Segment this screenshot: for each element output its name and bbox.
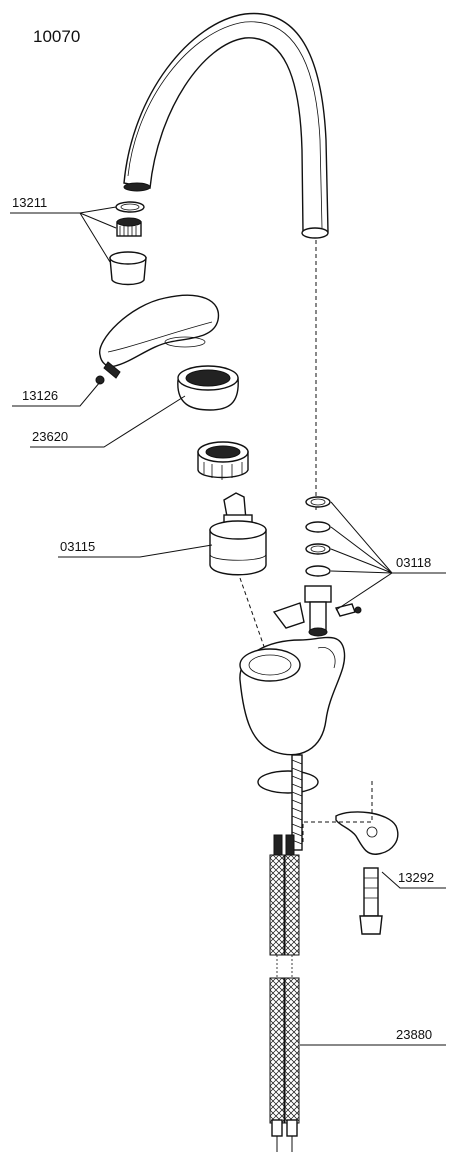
base-gasket	[257, 770, 319, 794]
part-label-13211: 13211	[12, 195, 47, 210]
part-label-13292: 13292	[398, 870, 434, 885]
aerator-parts	[109, 201, 147, 286]
fixing-stud	[359, 867, 383, 935]
part-label-13126: 13126	[22, 388, 58, 403]
mixer-body	[239, 636, 346, 756]
fixing-plate	[302, 778, 399, 855]
diverter-valve	[272, 585, 362, 637]
handle-lever	[99, 294, 220, 368]
threaded-stud	[291, 754, 303, 851]
part-label-23880: 23880	[396, 1027, 432, 1042]
flexible-hoses	[269, 834, 300, 1152]
part-label-23620: 23620	[32, 429, 68, 444]
spout	[123, 12, 329, 239]
cartridge	[209, 492, 267, 576]
assembly-line-cartridge	[239, 577, 276, 679]
part-label-03115: 03115	[60, 539, 95, 554]
o-rings	[305, 496, 331, 577]
part-label-03118: 03118	[396, 555, 431, 570]
callout-lines	[10, 206, 446, 1046]
diagram-title: 10070	[33, 27, 80, 46]
ring-nut	[197, 441, 249, 480]
cover-cap	[177, 365, 239, 411]
handle-screw	[95, 361, 121, 385]
